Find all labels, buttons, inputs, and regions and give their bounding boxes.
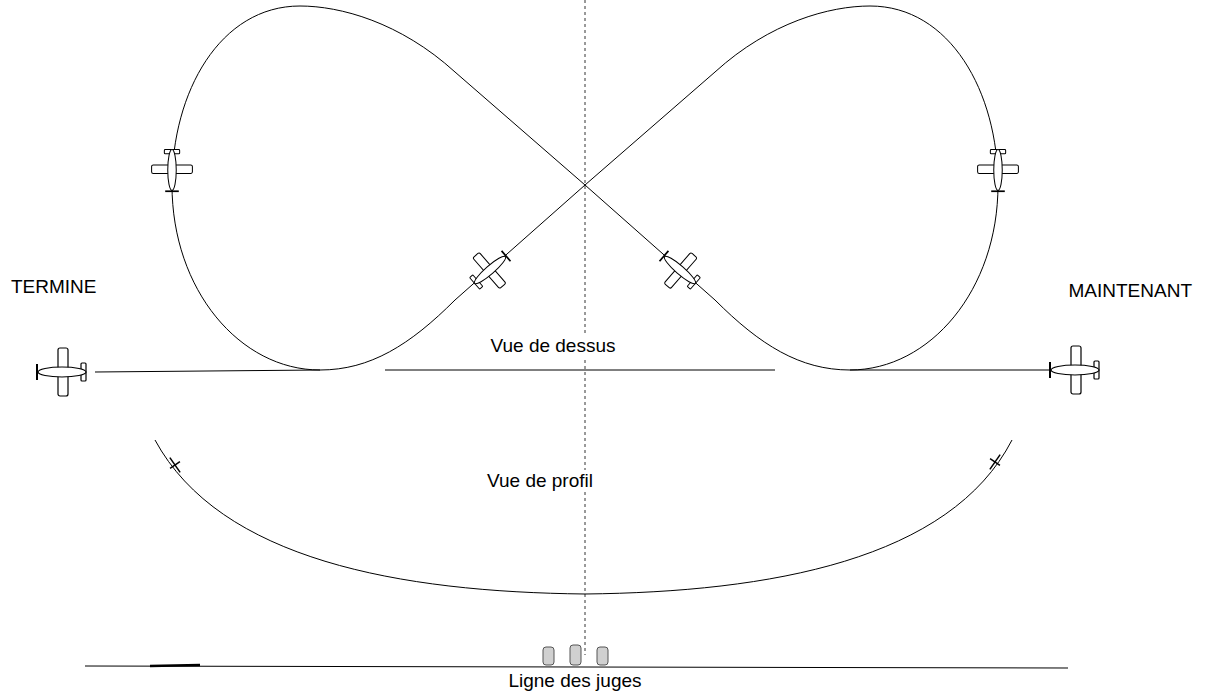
position-label: TERMINE bbox=[8, 276, 100, 298]
view-label: Vue de profil bbox=[484, 470, 596, 492]
view-label: Ligne des juges bbox=[505, 670, 644, 692]
plane-icon bbox=[461, 241, 519, 299]
plane-icon bbox=[651, 241, 709, 299]
plane-icon bbox=[985, 451, 1005, 473]
left-loop bbox=[172, 6, 585, 370]
entry-line bbox=[850, 370, 1065, 371]
plane-icon bbox=[165, 454, 185, 476]
view-label: Vue de dessus bbox=[488, 335, 619, 357]
judges-line-mark bbox=[150, 665, 200, 666]
exit-line bbox=[95, 370, 320, 372]
plane-icon bbox=[37, 348, 86, 396]
judges-line bbox=[85, 666, 1068, 668]
plane-icon bbox=[1050, 346, 1099, 394]
axis-line bbox=[585, 0, 586, 655]
plane-icon bbox=[978, 150, 1019, 192]
position-label: MAINTENANT bbox=[1066, 280, 1196, 302]
reference-line bbox=[385, 370, 775, 371]
judges-icons bbox=[543, 645, 608, 665]
plane-icon bbox=[152, 150, 193, 192]
right-loop bbox=[585, 6, 998, 370]
profile-curve bbox=[155, 440, 1012, 594]
